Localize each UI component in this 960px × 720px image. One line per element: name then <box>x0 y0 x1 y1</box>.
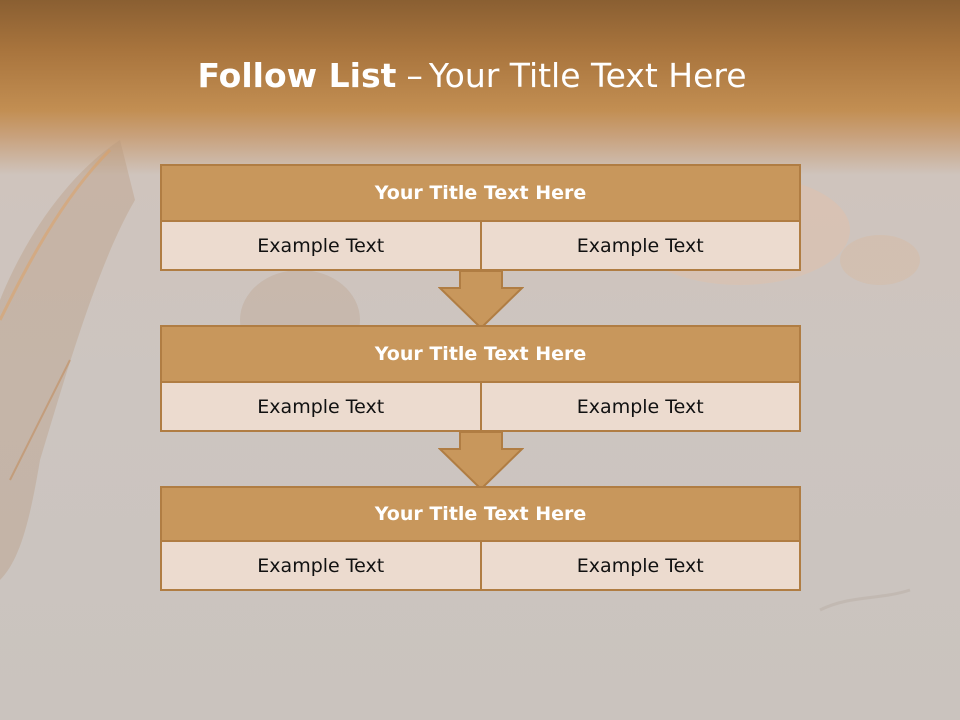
title-separator: – <box>406 56 423 95</box>
step-block-2: Your Title Text Here Example Text Exampl… <box>160 325 801 432</box>
slide-title: Follow List–Your Title Text Here <box>0 56 944 95</box>
step-title: Your Title Text Here <box>160 325 801 383</box>
step-left-text: Example Text <box>162 542 480 589</box>
step-title: Your Title Text Here <box>160 486 801 542</box>
down-arrow-icon <box>438 431 524 491</box>
step-right-text: Example Text <box>479 383 799 430</box>
step-right-text: Example Text <box>479 542 799 589</box>
step-block-3: Your Title Text Here Example Text Exampl… <box>160 486 801 591</box>
step-row: Example Text Example Text <box>160 222 801 271</box>
step-row: Example Text Example Text <box>160 383 801 432</box>
title-rest: Your Title Text Here <box>428 56 747 95</box>
title-bold: Follow List <box>197 56 397 95</box>
step-title: Your Title Text Here <box>160 164 801 222</box>
step-row: Example Text Example Text <box>160 542 801 591</box>
step-left-text: Example Text <box>162 383 480 430</box>
step-block-1: Your Title Text Here Example Text Exampl… <box>160 164 801 271</box>
down-arrow-icon <box>438 270 524 330</box>
step-left-text: Example Text <box>162 222 480 269</box>
step-right-text: Example Text <box>479 222 799 269</box>
